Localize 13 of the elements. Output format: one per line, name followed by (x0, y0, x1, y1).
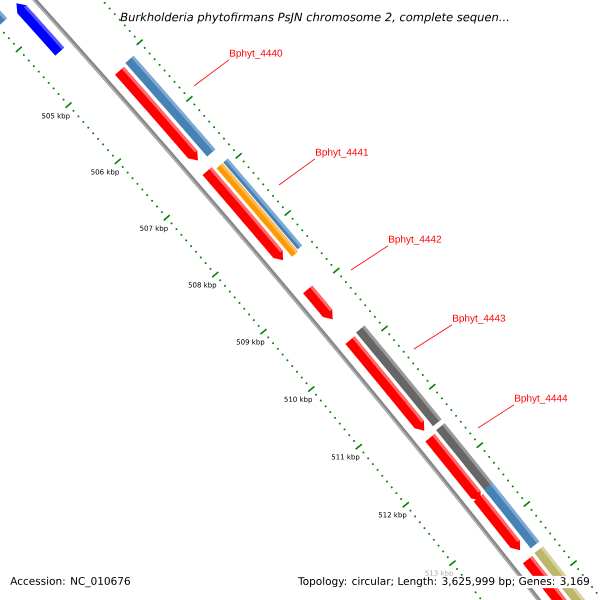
gene-label: Bphyt_4442 (389, 235, 442, 245)
gene-label: Bphyt_4444 (515, 394, 568, 404)
title: Burkholderia phytofirmans PsJN chromosome 2, complete sequen... (120, 12, 508, 24)
gene-label: Bphyt_4441 (316, 148, 368, 158)
leader-line (350, 245, 388, 270)
accession-text: Accession: NC_010676 (10, 576, 130, 588)
leader-line (278, 158, 316, 186)
summary-text: Topology: circular; Length: 3,625,999 bp; Genes: 3,169 (297, 576, 591, 588)
leader-line (478, 404, 514, 428)
leader-line (414, 324, 452, 350)
gene-label: Bphyt_4443 (453, 314, 506, 324)
gene-label: Bphyt_4440 (230, 49, 282, 59)
leader-line (194, 59, 230, 86)
